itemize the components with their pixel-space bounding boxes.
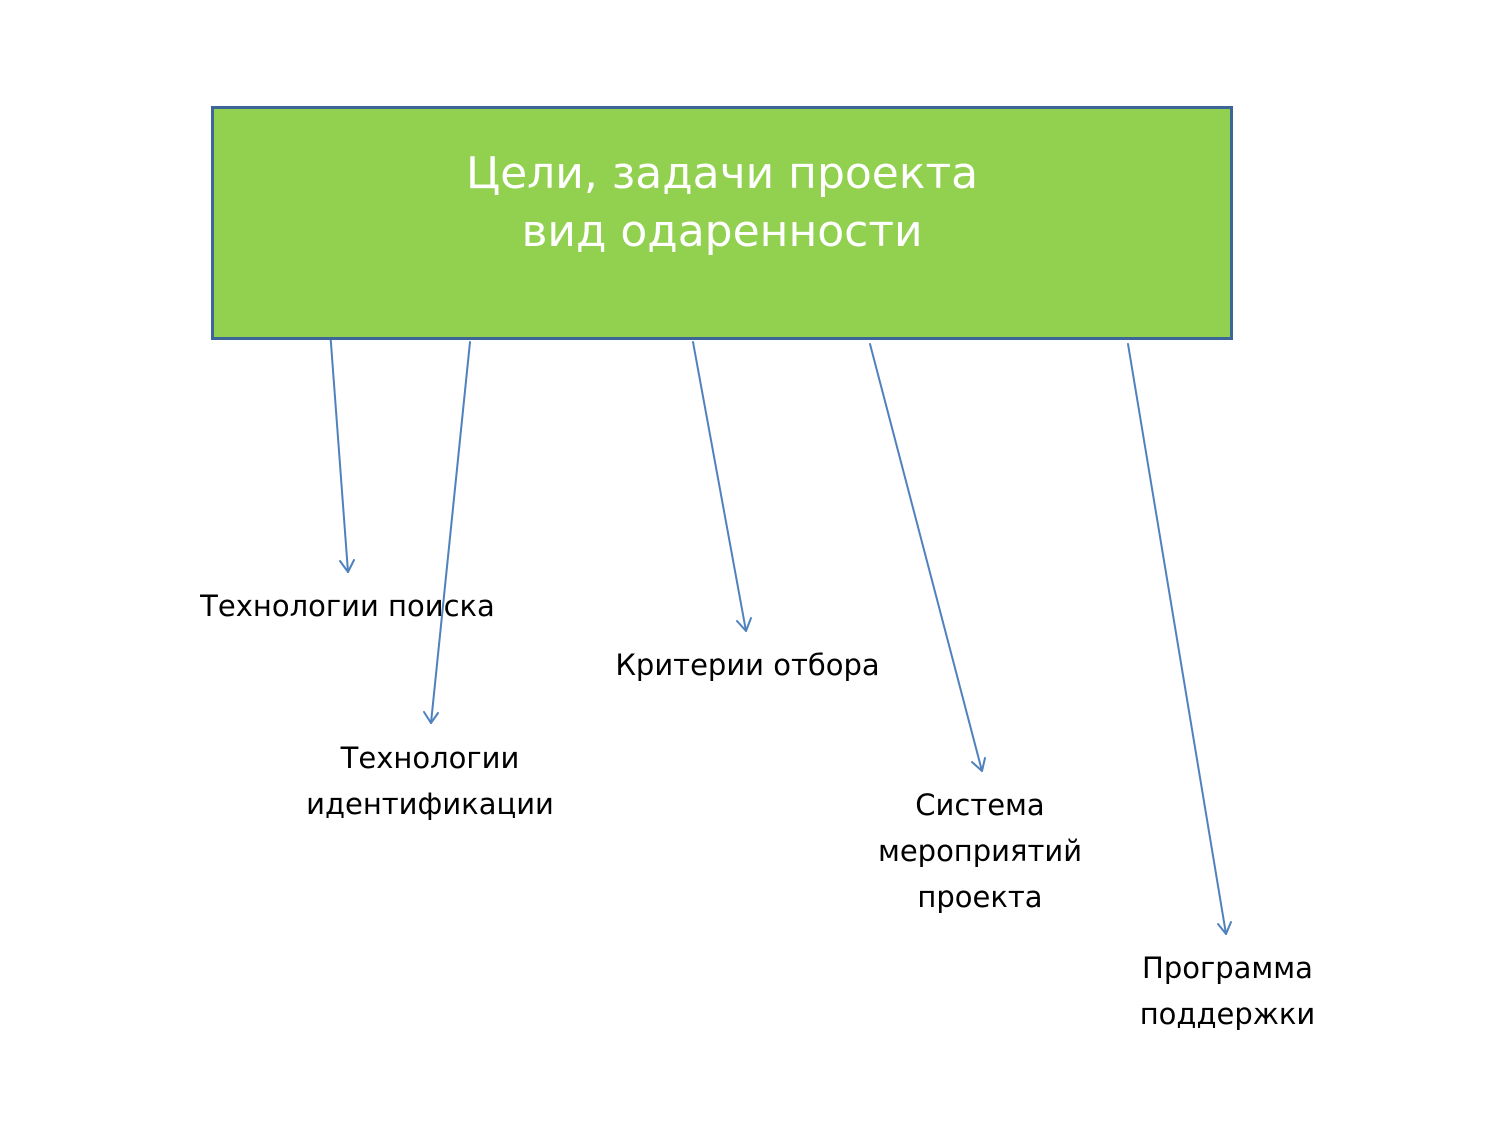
label-events-line2: мероприятий [877,834,1083,868]
label-identification-technologies: Технологии идентификации [290,735,570,827]
goals-title-line1: Цели, задачи проекта [465,148,979,199]
label-support-program: Программа поддержки [1120,945,1335,1037]
arrow-to-identification-technologies [423,341,471,724]
label-ident-line2: идентификации [306,787,554,821]
label-selection-criteria: Критерии отбора [600,642,895,688]
label-support-line2: поддержки [1139,997,1316,1031]
label-events-system: Система мероприятий проекта [860,782,1100,920]
label-search-technologies: Технологии поиска [190,583,505,629]
label-ident-line1: Технологии [340,741,520,775]
label-criteria-text: Критерии отбора [615,648,880,682]
arrow-to-events-system [869,343,986,772]
label-search-text: Технологии поиска [200,589,495,623]
goals-title-line2: вид одаренности [521,206,923,257]
label-events-line3: проекта [917,880,1043,914]
goals-box: Цели, задачи проекта вид одаренности [211,106,1233,340]
arrow-to-search-technologies [329,329,355,573]
label-events-line1: Система [915,788,1045,822]
arrow-to-selection-criteria [692,341,752,632]
arrow-to-support-program [1127,343,1232,935]
label-support-line1: Программа [1142,951,1313,985]
